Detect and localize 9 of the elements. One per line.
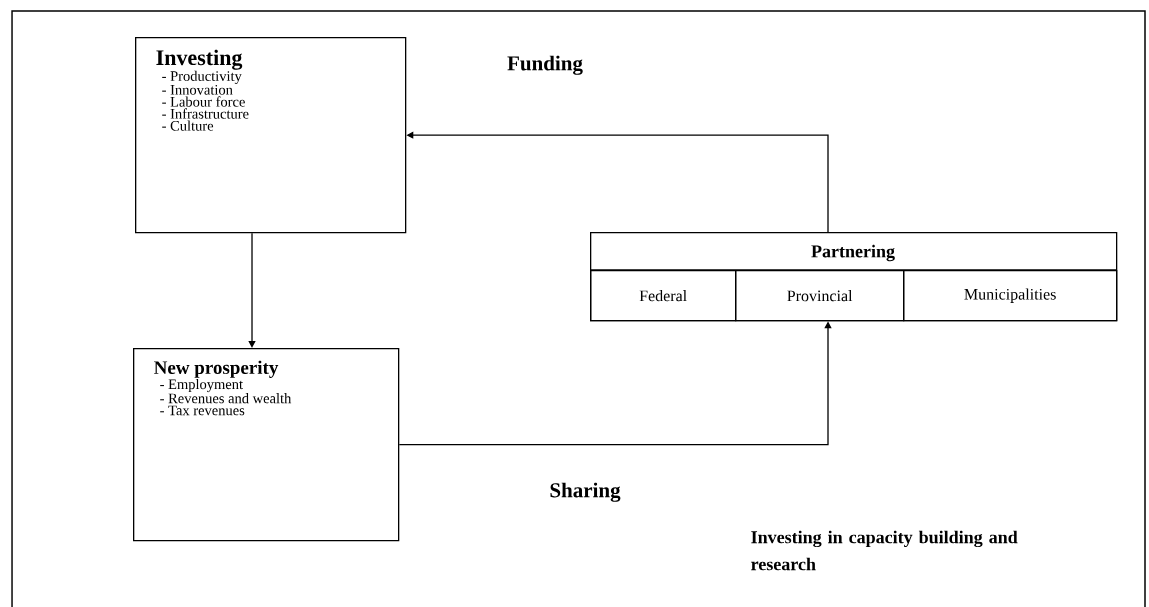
arrow bbox=[248, 232, 256, 348]
heading-text: Sharing bbox=[550, 482, 621, 502]
table-cell: Federal bbox=[590, 270, 737, 322]
note-text: Investing in capacity building and research bbox=[751, 530, 1018, 571]
table-cell: Provincial bbox=[735, 270, 905, 322]
process-box: Investing - Productivity - Innovation - Labour force - Infrastructure - Culture bbox=[135, 37, 407, 234]
heading-text: Funding bbox=[507, 55, 583, 75]
process-box: New prosperity - Employment - Revenues and wealth - Tax revenues bbox=[133, 348, 400, 542]
table-cell: Municipalities bbox=[903, 270, 1118, 322]
